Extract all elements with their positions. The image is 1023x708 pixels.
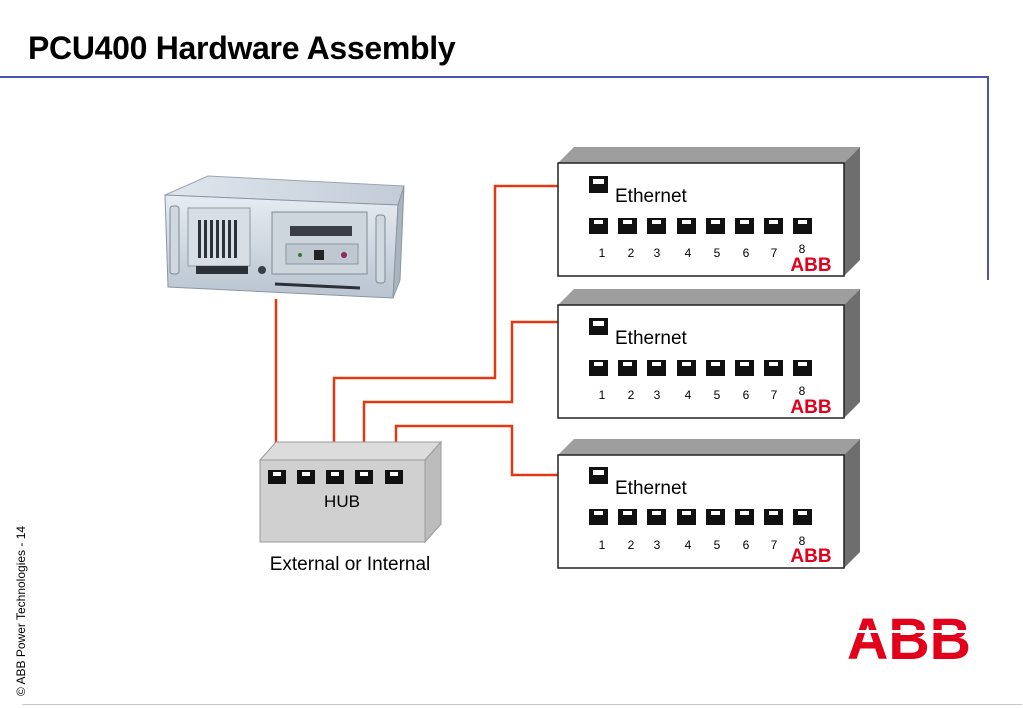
abb-logo-small: ABB <box>790 546 831 567</box>
switch-ports <box>589 509 812 525</box>
port-number: 7 <box>771 388 778 402</box>
port-number: 3 <box>654 388 661 402</box>
title-divider <box>0 76 988 78</box>
hub-device: HUB <box>258 440 443 544</box>
page-title: PCU400 Hardware Assembly <box>28 30 456 66</box>
hub-label: HUB <box>324 492 360 511</box>
right-divider <box>987 76 989 280</box>
port-number: 5 <box>714 388 721 402</box>
abb-logo-text: ABB <box>847 607 971 672</box>
switch-ports <box>589 218 812 234</box>
port-number: 8 <box>799 242 806 256</box>
abb-logo-small: ABB <box>790 255 831 276</box>
port-number: 2 <box>628 538 635 552</box>
port-number: 6 <box>743 388 750 402</box>
port-number: 4 <box>685 388 692 402</box>
vent-grille <box>198 220 237 258</box>
port-number: 3 <box>654 538 661 552</box>
pcu400-computer <box>164 175 405 299</box>
ethernet-switch-2: Ethernet 1 2 3 4 5 6 7 8 ABB <box>557 289 860 419</box>
port-number: 6 <box>743 538 750 552</box>
footer-divider <box>22 704 1022 705</box>
port-number: 7 <box>771 246 778 260</box>
switch-label: Ethernet <box>615 478 688 499</box>
switch-label: Ethernet <box>615 186 688 207</box>
port-number: 4 <box>685 246 692 260</box>
ethernet-switch-1: Ethernet 1 2 3 4 5 6 7 8 ABB <box>557 147 860 277</box>
abb-logo-small: ABB <box>790 397 831 418</box>
switch-ports <box>589 360 812 376</box>
hub-caption: External or Internal <box>270 554 431 575</box>
switch-label: Ethernet <box>615 328 688 349</box>
port-number: 7 <box>771 538 778 552</box>
port-number: 3 <box>654 246 661 260</box>
port-number: 6 <box>743 246 750 260</box>
port-number: 5 <box>714 246 721 260</box>
ethernet-switch-3: Ethernet 1 2 3 4 5 6 7 8 ABB <box>557 439 860 569</box>
port-number: 5 <box>714 538 721 552</box>
port-number: 2 <box>628 246 635 260</box>
abb-logo: ABB <box>846 607 974 672</box>
hub-ports <box>268 470 403 484</box>
port-number: 2 <box>628 388 635 402</box>
port-number: 8 <box>799 384 806 398</box>
port-number: 1 <box>599 388 606 402</box>
port-number: 1 <box>599 246 606 260</box>
cable-hub-to-switch-1 <box>332 184 589 474</box>
port-number: 8 <box>799 534 806 548</box>
port-number: 1 <box>599 538 606 552</box>
port-number: 4 <box>685 538 692 552</box>
cable-hub-to-switch-2 <box>362 320 589 474</box>
